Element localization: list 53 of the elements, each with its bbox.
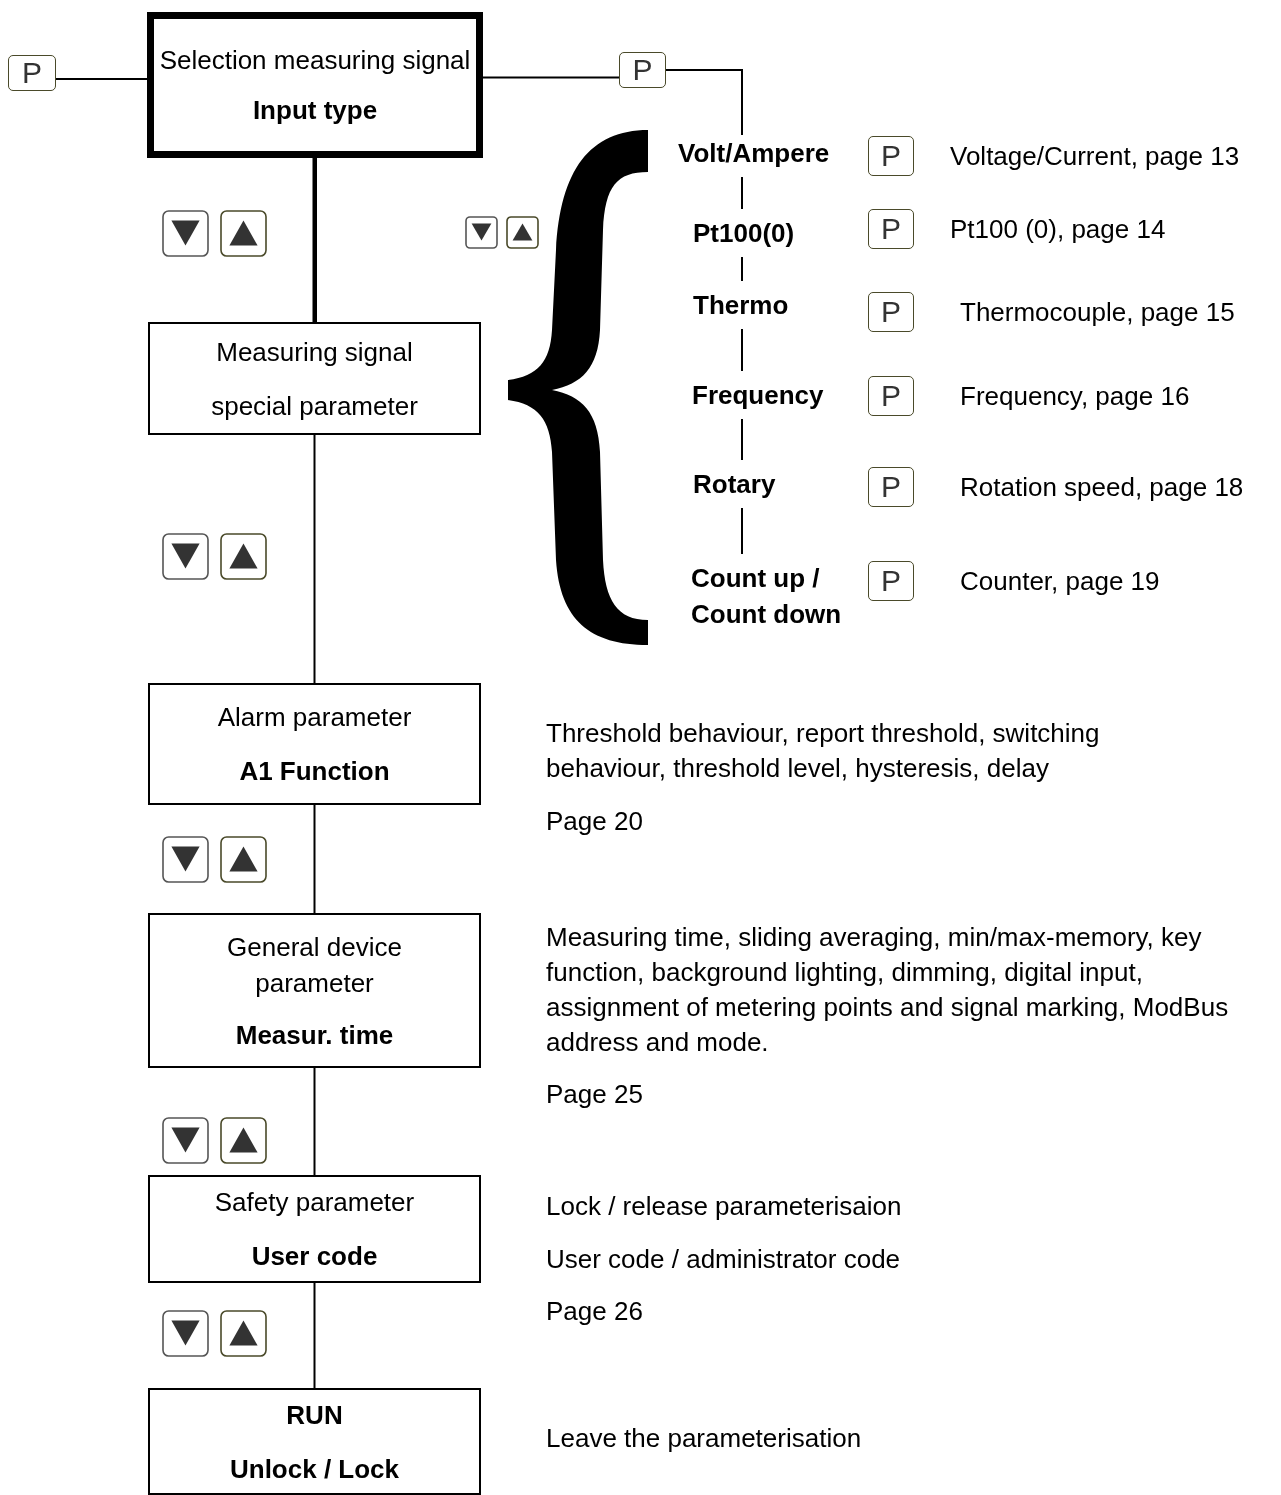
box-heading: Safety parameter [214,1186,415,1219]
parameter-code: User code [251,1240,378,1273]
connector-line [313,1282,316,1389]
page-reference: Page 26 [546,1295,644,1328]
parameter-description: Leave the parameterisation [546,1422,863,1455]
menu-box [148,913,481,1068]
connector-line [313,1067,316,1176]
page-reference: Voltage/Current, page 13 [950,140,1240,173]
connector-line [665,69,743,136]
box-heading: General device parameter [226,930,403,1000]
p-key: P [868,136,914,176]
parameter-code: A1 Function [239,755,390,788]
connector-line [313,804,316,914]
parameter-description: Threshold behaviour, report threshold, switching behaviour, threshold level, hysteresis, delay [546,717,1101,785]
box-heading: Measuring signal [216,335,413,369]
connector-line [741,328,743,372]
page-reference: Frequency, page 16 [960,380,1190,413]
box-heading: Selection measuring signal [159,44,471,77]
connector-line [313,434,316,684]
p-key: P [868,209,914,249]
connector-line [55,78,148,80]
selection-box [147,12,483,158]
menu-box [148,1388,481,1495]
p-key: P [868,467,914,507]
menu-box [148,1175,481,1283]
p-key: P [868,376,914,416]
menu-box [148,322,481,435]
page-reference: Thermocouple, page 15 [960,296,1235,329]
connector-line [741,256,743,282]
connector-line [741,507,743,555]
parameter-description: Lock / release parameterisaion [546,1190,903,1223]
p-key: P [868,561,914,601]
parameter-code: RUN [286,1398,343,1432]
parameter-description: Measuring time, sliding averaging, min/max-memory, key function, background lighting, dimming, digital input, assignment of metering points and signal marking, ModBus address and mode. [546,921,1230,1059]
p-key: P [8,55,56,91]
connector-line [741,176,743,210]
connector-line [312,158,317,322]
page-reference: Counter, page 19 [960,565,1160,598]
box-heading: Alarm parameter [217,701,412,734]
box-heading: special parameter [211,389,418,423]
page-reference: Rotation speed, page 18 [960,471,1244,504]
p-key: P [619,52,666,88]
connector-line [482,76,620,79]
parameter-code: Measur. time [235,1018,394,1052]
parameter-code: Input type [252,94,378,127]
page-reference: Page 25 [546,1078,644,1111]
page-reference: Page 20 [546,805,644,838]
p-key: P [868,292,914,332]
connector-line [741,418,743,461]
parameter-code: Unlock / Lock [229,1452,399,1486]
menu-box [148,683,481,805]
page-reference: Pt100 (0), page 14 [950,213,1166,246]
parameter-description: User code / administrator code [546,1243,902,1276]
